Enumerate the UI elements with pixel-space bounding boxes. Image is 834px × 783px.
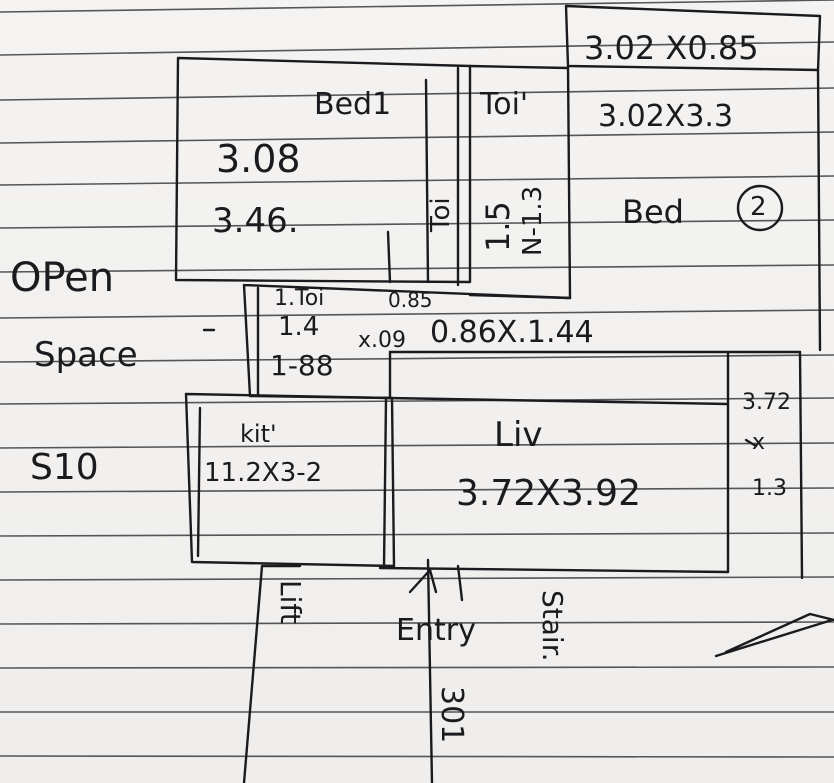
toilet-right-width: 1.5 [479, 201, 517, 252]
bed2-number-circle [736, 184, 784, 232]
corridor-size-b: 1.4 [278, 312, 320, 342]
bed1-label: Bed1 [314, 87, 392, 122]
lift-label: Lift [274, 580, 307, 624]
rule-line [0, 87, 834, 101]
living-label: Liv [494, 415, 543, 455]
right-strip-size: 3.72 [742, 390, 791, 415]
corridor-size-c: x.09 [358, 328, 407, 353]
rule-line [0, 397, 834, 405]
rule-line [0, 621, 834, 625]
rule-line [0, 354, 834, 363]
rule-line [0, 666, 834, 669]
kitchen-size: 11.2X3-2 [204, 458, 323, 488]
margin-note-open: OPen [10, 255, 115, 301]
rule-line [0, 576, 834, 581]
entry-label: Entry [396, 613, 476, 648]
toilet-right-label: Toi' [480, 87, 529, 122]
rule-line [0, 131, 834, 144]
kitchen-outline [184, 392, 396, 568]
margin-note-space: Space [34, 335, 138, 375]
bed2-outline [566, 64, 822, 352]
bed1-inner-wall [386, 230, 392, 284]
toilet-left-label: Toi [426, 197, 456, 232]
entry-walls [426, 558, 464, 783]
corridor-size-d: 0.86X.1.44 [430, 315, 594, 350]
right-strip-value: 1.3 [752, 476, 787, 501]
bed2-size: 3.02X3.3 [598, 99, 734, 134]
scribble-mark [714, 612, 834, 658]
bed1-length: 3.46. [212, 201, 299, 241]
rule-line [0, 175, 834, 186]
bed2-number: 2 [750, 192, 767, 222]
top-right-size: 3.02 X0.85 [584, 29, 759, 67]
corridor-size-e: 1-88 [270, 349, 334, 382]
dash-mark [744, 438, 758, 448]
rule-line [0, 532, 834, 537]
toilet-left-outline [424, 66, 460, 287]
rule-line [0, 309, 834, 319]
entry-arrow [408, 568, 438, 594]
bed1-width: 3.08 [216, 137, 301, 181]
bed2-label: Bed [622, 193, 684, 231]
corridor-size-a: 0.85 [388, 288, 433, 312]
stair-label: Stair. [536, 590, 569, 662]
rule-line [0, 755, 834, 758]
right-strip-outline [726, 350, 804, 580]
kitchen-label: kit' [240, 420, 277, 448]
rule-line [0, 487, 834, 493]
lift-outline [242, 564, 302, 783]
bottom-number: 301 [434, 686, 469, 744]
rule-line [0, 219, 834, 229]
toilet-right-length: N-1.3 [518, 185, 548, 256]
kitchen-inner-line [196, 406, 202, 558]
rule-line [0, 442, 834, 449]
rule-line [0, 0, 834, 13]
bed1-outline [174, 56, 472, 284]
rule-line [0, 264, 834, 273]
living-size: 3.72X3.92 [456, 473, 641, 514]
corridor-label: 1.Toi [274, 286, 325, 311]
margin-note-s10: S10 [30, 447, 99, 488]
rule-line [0, 41, 834, 56]
living-outline [378, 396, 730, 574]
right-strip-x: x [752, 430, 766, 455]
